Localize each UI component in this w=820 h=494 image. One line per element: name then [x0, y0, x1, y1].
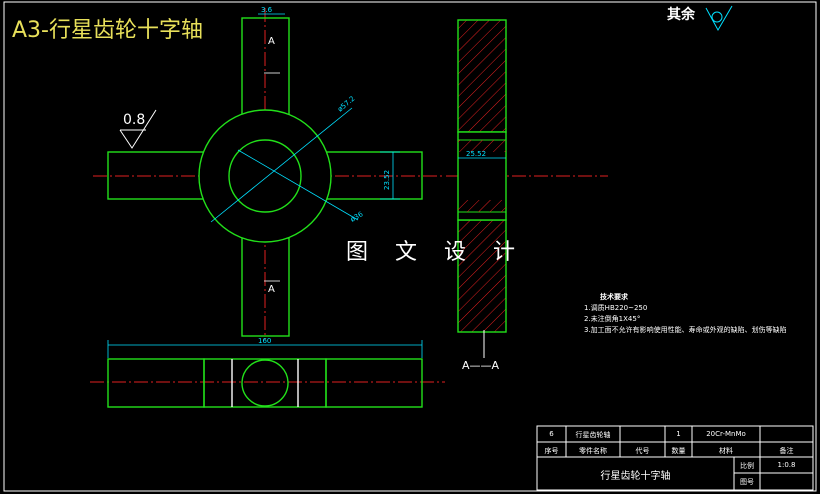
watermark: 图 文 设 计: [346, 240, 525, 265]
tb-scale-value: 1:0.8: [777, 461, 796, 469]
tb-drawing-name: 行星齿轮十字轴: [600, 471, 671, 482]
tb-drawing-no-label: 图号: [740, 478, 754, 486]
drawing-border: [3, 1, 817, 492]
tb-header-code: 代号: [635, 447, 650, 455]
technical-notes: 技术要求 1.调质HB220~250 2.未注倒角1X45° 3.加工面不允许有…: [584, 292, 794, 336]
note-item: 2.未注倒角1X45°: [584, 315, 641, 323]
view-label-bottom: A: [268, 284, 275, 295]
tb-header-qty: 数量: [671, 447, 686, 455]
tb-header-name: 零件名称: [579, 447, 607, 455]
front-view: [107, 17, 423, 337]
section-label: A——A: [462, 359, 500, 372]
view-label-top: A: [268, 36, 275, 47]
dim-section: 25.52: [466, 150, 486, 158]
drawing-title: A3-行星齿轮十字轴: [12, 18, 203, 43]
dim-length: 160: [258, 337, 271, 345]
roughness-value: 0.8: [123, 112, 145, 128]
front-dimensions: [210, 13, 400, 282]
tb-part-name: 行星齿轮轴: [575, 431, 611, 439]
tb-header-seq: 序号: [544, 447, 559, 455]
rest-roughness-symbol: [705, 5, 733, 32]
bottom-view: [107, 358, 423, 408]
length-dimension: [107, 340, 423, 358]
view-labels: A A: [268, 36, 275, 295]
note-item: 1.调质HB220~250: [584, 304, 648, 312]
tb-header-remark: 备注: [779, 447, 794, 455]
notes-heading: 技术要求: [600, 293, 628, 301]
dim-shaft: 23.52: [383, 170, 391, 190]
note-item: 3.加工面不允许有影响使用性能、寿命或外观的缺陷、划伤等缺陷: [584, 326, 787, 334]
dim-small-dia: ø36: [349, 210, 365, 224]
centerlines: [90, 8, 608, 383]
tb-material: 20Cr-MnMo: [706, 430, 746, 438]
dim-big-dia: ø57.2: [336, 95, 356, 114]
section-view: [457, 19, 507, 333]
title-block-grid: [536, 425, 814, 491]
tb-scale-label: 比例: [740, 462, 754, 470]
dim-top: 3.6: [261, 6, 273, 14]
tb-header-material: 材料: [719, 447, 733, 455]
rest-label: 其余: [667, 7, 695, 23]
roughness-symbol: [119, 109, 157, 149]
tb-qty: 1: [676, 430, 681, 438]
tb-seq: 6: [549, 430, 554, 438]
